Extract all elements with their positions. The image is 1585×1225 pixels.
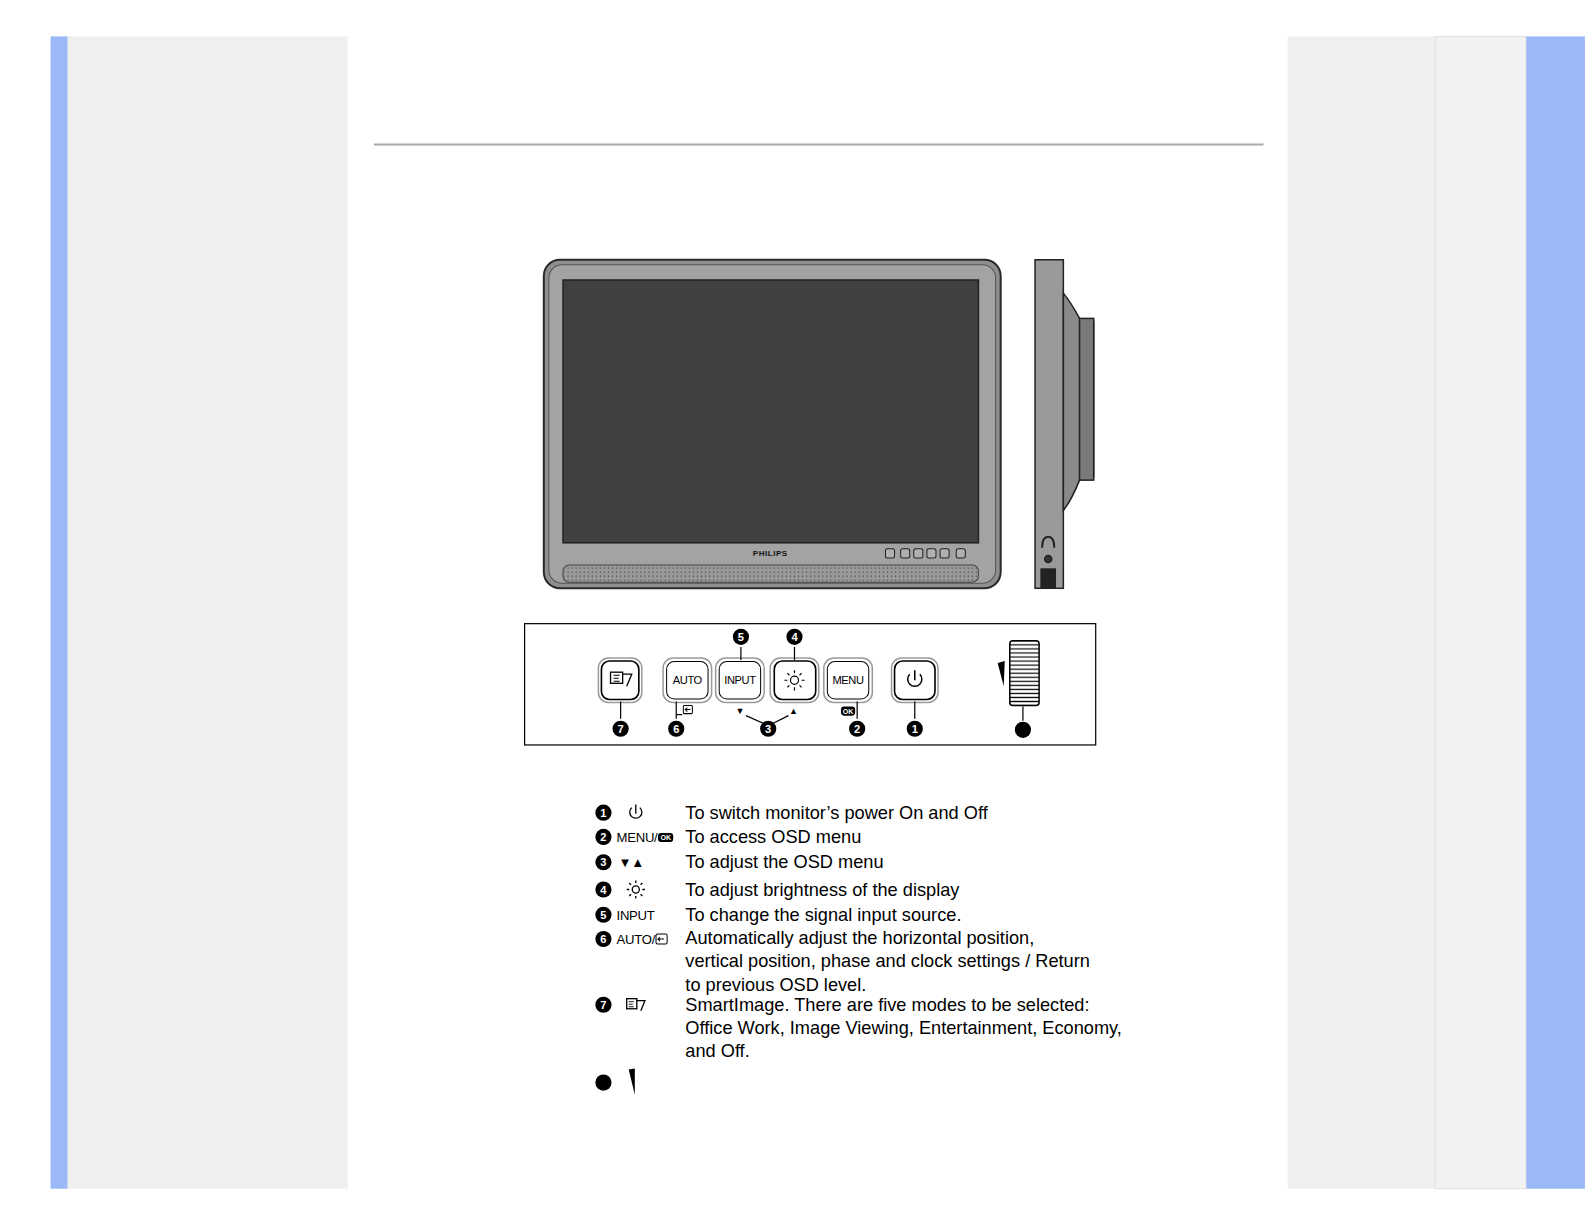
description-text: Automatically adjust the horizontal posi… bbox=[685, 927, 1094, 997]
description-text: To change the signal input source. bbox=[685, 904, 961, 927]
rule bbox=[374, 144, 1264, 146]
arrow-symbol: ▲ bbox=[789, 705, 798, 716]
callout-number: 4 bbox=[786, 629, 802, 645]
button-name: MENU/ bbox=[617, 830, 658, 845]
callout-number: 2 bbox=[595, 829, 611, 845]
description-text: To adjust the OSD menu bbox=[685, 851, 883, 874]
button-label: MENU bbox=[832, 674, 863, 686]
monitor-front bbox=[544, 260, 1001, 589]
callout-number: 6 bbox=[668, 721, 684, 737]
callout-number: 4 bbox=[595, 881, 611, 897]
callout-number: 3 bbox=[760, 721, 776, 737]
volume-item-marker bbox=[595, 1068, 634, 1094]
button: MENU bbox=[827, 661, 869, 699]
callout-number: 6 bbox=[595, 931, 611, 947]
description-text: To adjust brightness of the display bbox=[685, 878, 959, 901]
callout-number: 1 bbox=[907, 721, 923, 737]
callout-number: 7 bbox=[595, 997, 611, 1013]
brightness-button bbox=[774, 661, 815, 699]
return-icon bbox=[683, 706, 692, 714]
button-label: INPUT bbox=[724, 674, 755, 686]
callout-number: 2 bbox=[849, 721, 865, 737]
button-name: INPUT bbox=[617, 908, 655, 923]
brand-logo: PHILIPS bbox=[753, 549, 788, 559]
callout-number: 3 bbox=[595, 854, 611, 870]
button-frame bbox=[598, 658, 938, 702]
control-panel bbox=[525, 624, 1096, 745]
button-name: AUTO/ bbox=[617, 932, 655, 947]
button-label: AUTO bbox=[673, 674, 702, 686]
side-bar bbox=[1526, 36, 1585, 1188]
side-panel bbox=[1435, 36, 1526, 1188]
power-button bbox=[895, 661, 935, 699]
side-panel bbox=[68, 36, 348, 1188]
smartimage-button bbox=[601, 661, 638, 699]
callout-number: 1 bbox=[595, 805, 611, 821]
return-icon bbox=[656, 934, 667, 944]
side-bar bbox=[51, 36, 68, 1188]
ok-symbol: OK bbox=[658, 833, 673, 842]
callout-number: 5 bbox=[733, 629, 749, 645]
description-text: To access OSD menu bbox=[685, 826, 861, 849]
monitor-side bbox=[1035, 260, 1094, 589]
description-text: SmartImage. There are five modes to be s… bbox=[685, 994, 1140, 1064]
description-text: To switch monitor’s power On and Off bbox=[685, 802, 987, 825]
arrow-symbol: ▼▲ bbox=[619, 855, 644, 870]
callout-number: 7 bbox=[613, 721, 629, 737]
callout-number: 5 bbox=[595, 907, 611, 923]
volume-wheel bbox=[998, 641, 1039, 738]
arrow-symbol: ▼ bbox=[735, 705, 744, 716]
leader-line bbox=[621, 647, 1023, 724]
side-panel bbox=[1288, 36, 1436, 1188]
button: INPUT bbox=[719, 661, 761, 699]
ok-symbol: OK bbox=[841, 706, 856, 715]
button: AUTO bbox=[666, 661, 708, 699]
